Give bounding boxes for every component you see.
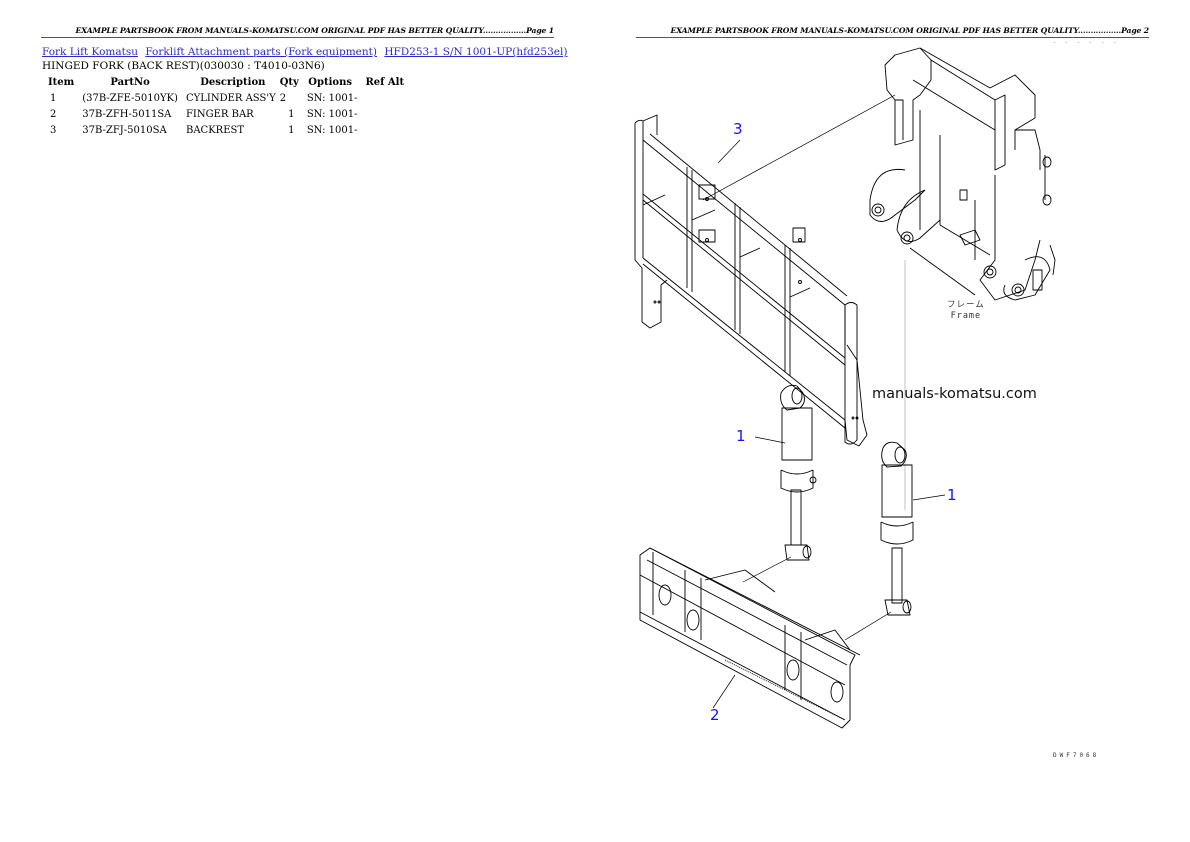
breadcrumb-link-model[interactable]: HFD253-1 S/N 1001-UP(hfd253el) [384, 46, 568, 58]
cell-qty: 1 [288, 125, 295, 136]
col-refalt: Ref Alt [365, 77, 405, 88]
cell-item: 1 [50, 93, 57, 104]
parts-table: Item PartNo Description Qty Options Ref … [44, 76, 408, 139]
page-2: EXAMPLE PARTSBOOK FROM MANUALS-KOMATSU.C… [595, 0, 1190, 842]
breadcrumb: Fork Lift Komatsu Forklift Attachment pa… [42, 46, 571, 58]
cell-qty: 1 [288, 109, 295, 120]
table-header-row: Item PartNo Description Qty Options Ref … [44, 76, 408, 91]
cell-qty: 2 [279, 93, 287, 104]
top-code: - - - - - - [1053, 40, 1120, 46]
breadcrumb-link-fork-lift-komatsu[interactable]: Fork Lift Komatsu [42, 46, 138, 58]
table-row: 3 37B-ZFJ-5010SA BACKREST 1 SN: 1001- [44, 123, 408, 139]
section-title: HINGED FORK (BACK REST)(030030 : T4010-0… [42, 60, 325, 72]
cell-item: 2 [50, 109, 57, 120]
callout-1-left[interactable]: 1 [736, 427, 746, 445]
callout-2[interactable]: 2 [710, 706, 720, 724]
cell-options: SN: 1001- [306, 109, 358, 120]
col-description: Description [200, 77, 266, 88]
cylinder-drawing-left [780, 384, 817, 561]
cell-item: 3 [50, 125, 57, 136]
watermark-text: manuals-komatsu.com [872, 386, 1037, 402]
callout-1-right[interactable]: 1 [947, 486, 957, 504]
cell-options: SN: 1001- [306, 93, 358, 104]
page-1: EXAMPLE PARTSBOOK FROM MANUALS-KOMATSU.C… [41, 26, 571, 139]
table-row: 1 (37B-ZFE-5010YK) CYLINDER ASS'Y 2 SN: … [44, 91, 408, 107]
col-options: Options [308, 77, 352, 88]
finger-bar-drawing [639, 547, 861, 729]
col-partno: PartNo [110, 77, 150, 88]
page-header: EXAMPLE PARTSBOOK FROM MANUALS-KOMATSU.C… [41, 26, 554, 38]
cell-options: SN: 1001- [306, 125, 358, 136]
col-qty: Qty [279, 77, 299, 88]
parts-diagram [634, 47, 1056, 729]
cylinder-drawing-right [880, 441, 914, 616]
drawing-code: DWF7068 [1053, 752, 1100, 759]
cell-refalt [361, 107, 408, 123]
cell-description: FINGER BAR [185, 109, 254, 120]
cell-partno: 37B-ZFJ-5010SA [82, 125, 167, 136]
frame-label-en: Frame [950, 311, 982, 321]
table-row: 2 37B-ZFH-5011SA FINGER BAR 1 SN: 1001- [44, 107, 408, 123]
cell-partno: (37B-ZFE-5010YK) [82, 93, 178, 104]
callout-3[interactable]: 3 [733, 120, 743, 138]
breadcrumb-link-attachment-parts[interactable]: Forklift Attachment parts (Fork equipmen… [145, 46, 377, 58]
backrest-drawing [634, 114, 868, 447]
cell-partno: 37B-ZFH-5011SA [82, 109, 172, 120]
cell-description: CYLINDER ASS'Y [185, 93, 276, 104]
frame-label-jp: フレーム [947, 300, 985, 310]
leader-lines [702, 94, 946, 709]
cell-description: BACKREST [185, 125, 245, 136]
frame-drawing [869, 47, 1056, 510]
cell-refalt [361, 123, 408, 139]
frame-label: フレーム Frame [947, 300, 985, 322]
page-header: EXAMPLE PARTSBOOK FROM MANUALS-KOMATSU.C… [636, 26, 1149, 38]
col-item: Item [48, 77, 75, 88]
cell-refalt [361, 91, 408, 107]
